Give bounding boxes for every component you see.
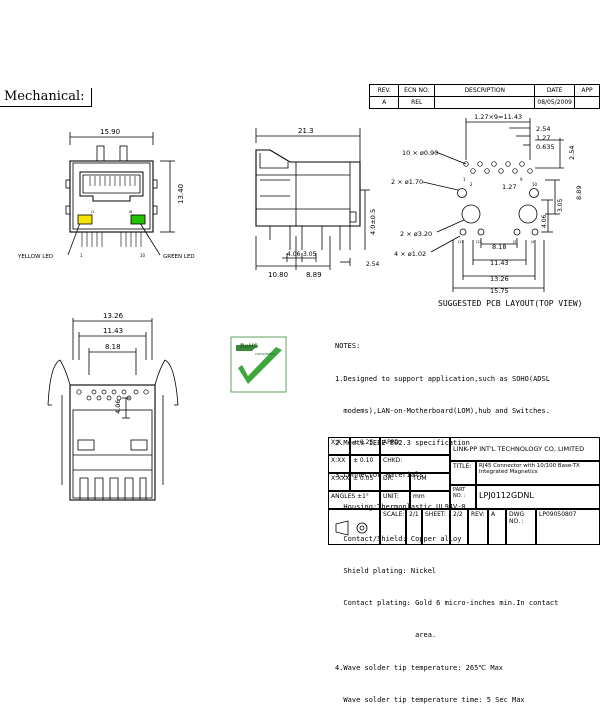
pcb-j11-label: J11 bbox=[457, 240, 464, 244]
notes-line: Wave solder tip temperature time: 5 Sec … bbox=[335, 695, 525, 704]
side-dim-8-89: 8.89 bbox=[306, 271, 322, 279]
front-pin1-label: 1 bbox=[80, 253, 83, 258]
sheet-label: SHEET: bbox=[422, 509, 450, 545]
side-dim-2-54: 2.54 bbox=[366, 261, 380, 268]
title-value: RJ45 Connector with 10/100 Base-TX Integ… bbox=[476, 461, 600, 485]
dwg-label: DWG NO. : bbox=[506, 509, 536, 545]
tol-x-val: ± 0.25 bbox=[350, 437, 380, 455]
tol-x: X:X bbox=[328, 437, 350, 455]
pcb-dim-13-26: 13.26 bbox=[490, 275, 509, 283]
rohs-logo: RoHS compliance bbox=[230, 336, 287, 393]
front-height-dim: 13.40 bbox=[177, 184, 185, 204]
pcb-dim-15-75: 15.75 bbox=[490, 287, 509, 295]
pcb-pin10-label: 10 bbox=[532, 182, 538, 187]
notes-line: modems),LAN-on-Motherboard(LOM),hub and … bbox=[335, 406, 550, 415]
rohs-label: RoHS bbox=[240, 343, 258, 350]
front-j8-label: J8 bbox=[128, 210, 132, 214]
notes-line: Shield plating: Nickel bbox=[335, 567, 437, 576]
pcb-layout bbox=[422, 118, 564, 292]
projection-icon bbox=[335, 520, 368, 536]
front-pin10-label: 10 bbox=[140, 253, 146, 258]
dwg-value: LP09050807 bbox=[536, 509, 600, 545]
front-width-dim: 15.90 bbox=[100, 128, 120, 136]
tol-xx: X:XX bbox=[328, 455, 350, 473]
scale-value: 2/1 bbox=[406, 509, 422, 545]
pcb-pin1-label: 1 bbox=[463, 177, 466, 182]
title-block: X:X ± 0.25 X:XX ± 0.10 X:XXX ± 0.05 ANGL… bbox=[328, 437, 600, 545]
pcb-dim-1-27-b: 1.27 bbox=[502, 183, 516, 191]
app-cell bbox=[573, 96, 600, 109]
rev-label: REV: bbox=[468, 509, 488, 545]
projection-symbol bbox=[328, 509, 380, 545]
side-dim-10-80: 10.80 bbox=[268, 271, 288, 279]
tol-xxx: X:XXX bbox=[328, 473, 350, 491]
pcb-pin9-label: 9 bbox=[520, 177, 523, 182]
unit: UNIT: bbox=[380, 491, 410, 509]
notes-line: 3.Connector Materials: bbox=[335, 470, 428, 479]
pcb-holes-3-20: 2 × ø3.20 bbox=[400, 230, 432, 238]
notes-line: 4.Wave solder tip temperature: 265℃ Max bbox=[335, 663, 504, 672]
yellow-led-label: YELLOW LED bbox=[17, 254, 53, 260]
green-led-label: GREEN LED bbox=[163, 254, 195, 260]
tol-angles: ANGLES ±1° bbox=[328, 491, 380, 509]
revision-row: A REL 08/05/2009 bbox=[368, 96, 600, 109]
pcb-dim-0-635: 0.635 bbox=[536, 143, 555, 151]
revision-header-row: REV. ECN NO. DESCRIPTION DATE APP bbox=[368, 84, 600, 97]
rev-cell: A bbox=[368, 96, 400, 109]
dr: DR: bbox=[380, 473, 410, 491]
notes-line: NOTES: bbox=[335, 342, 361, 351]
pcb-dim-2-54-top: 2.54 bbox=[536, 125, 550, 133]
side-dim-3-05: 3.05 bbox=[303, 251, 317, 258]
title-label: TITLE: bbox=[450, 461, 476, 485]
appd: APPD: bbox=[380, 437, 450, 455]
pcb-dim-8-18: 8.18 bbox=[492, 243, 506, 251]
side-dim-4-06: 4.06 bbox=[287, 251, 301, 258]
rohs-sub: compliance bbox=[255, 352, 275, 356]
company-name: LINK-PP INT'L TECHNOLOGY CO, LIMITED bbox=[450, 437, 600, 461]
notes-line: 1.Designed to support application,such a… bbox=[335, 374, 550, 383]
chkd: CHKD: bbox=[380, 455, 450, 473]
pcb-holes-2: 2 × ø1.70 bbox=[391, 178, 423, 186]
pcb-dim-11-43: 11.43 bbox=[490, 259, 509, 267]
yellow-led bbox=[77, 214, 93, 225]
rev-value: A bbox=[488, 509, 506, 545]
pcb-holes-10: 10 × ø0.90 bbox=[402, 149, 438, 157]
pcb-dim-1-27-a: 1.27 bbox=[536, 134, 550, 142]
pcb-j3-label: J3 bbox=[512, 240, 516, 244]
scale-label: SCALE: bbox=[380, 509, 406, 545]
pcb-pitch-dim: 1.27×9=11.43 bbox=[474, 113, 522, 121]
side-length-dim: 21.3 bbox=[298, 127, 314, 135]
green-led bbox=[130, 214, 146, 225]
pcb-dim-3-05: 3.05 bbox=[557, 198, 564, 212]
mechanical-drawing: 15.90 13.40 YELLOW LED GREEN LED 1 10 J1… bbox=[17, 113, 583, 501]
bottom-view bbox=[47, 318, 179, 501]
unit-val: mm bbox=[410, 491, 450, 509]
pcb-dim-2-54-right: 2.54 bbox=[568, 146, 576, 160]
pcb-dim-4-06: 4.06 bbox=[541, 214, 548, 228]
pcb-j12-label: J12 bbox=[475, 240, 482, 244]
sheet-value: 2/2 bbox=[450, 509, 468, 545]
side-view bbox=[255, 128, 370, 270]
pcb-pin2-label: 2 bbox=[470, 182, 473, 187]
pcb-dim-8-89: 8.89 bbox=[575, 186, 583, 200]
part-value: LPJ0112GDNL bbox=[476, 485, 600, 509]
section-title: Mechanical: bbox=[0, 88, 92, 107]
description-cell bbox=[434, 96, 536, 109]
bottom-dim-8-18: 8.18 bbox=[105, 343, 121, 351]
pcb-j4-label: J4 bbox=[530, 240, 535, 244]
notes-line: area. bbox=[335, 631, 437, 640]
front-j1-label: J1 bbox=[90, 210, 94, 214]
tol-xx-val: ± 0.10 bbox=[350, 455, 380, 473]
pcb-layout-label: SUGGESTED PCB LAYOUT(TOP VIEW) bbox=[438, 299, 583, 308]
part-label: PART NO. : bbox=[450, 485, 476, 509]
pcb-holes-1-02: 4 × ø1.02 bbox=[394, 250, 426, 258]
side-height-dim: 4.0±0.5 bbox=[369, 209, 377, 235]
bottom-dim-4-06: 4.06 bbox=[114, 400, 122, 414]
bottom-dim-11-43: 11.43 bbox=[103, 327, 123, 335]
bottom-dim-13-26: 13.26 bbox=[103, 312, 124, 320]
front-view bbox=[65, 132, 175, 256]
tol-xxx-val: ± 0.05 bbox=[350, 473, 380, 491]
dr-name: TOM bbox=[410, 473, 450, 491]
revision-table: REV. ECN NO. DESCRIPTION DATE APP A REL … bbox=[368, 84, 600, 109]
